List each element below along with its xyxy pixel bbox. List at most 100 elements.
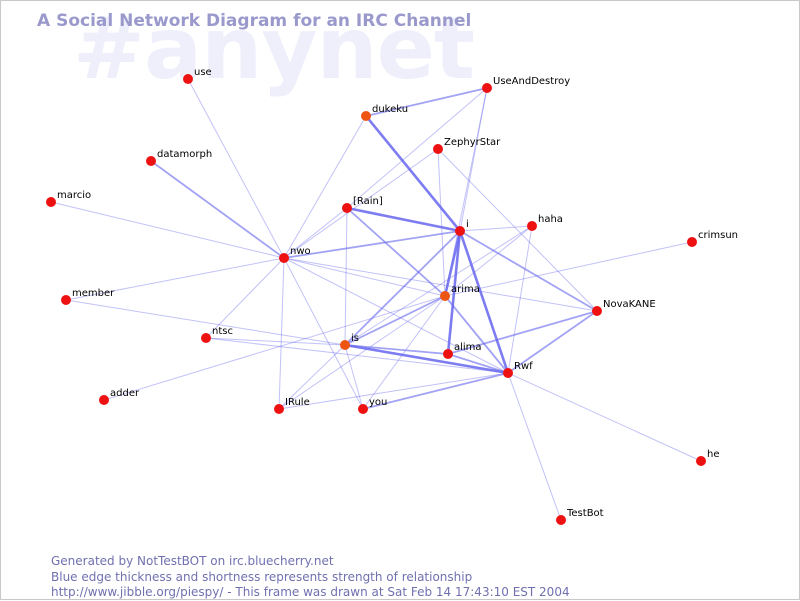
edge-nwo-IRule — [278, 257, 285, 410]
node-label: IRule — [285, 397, 310, 408]
node-ntsc[interactable]: ntsc — [201, 326, 233, 343]
node-marcio[interactable]: marcio — [46, 190, 91, 207]
edge-Rain-arima — [346, 207, 446, 297]
node-dot[interactable] — [482, 83, 492, 93]
node-dot[interactable] — [433, 144, 443, 154]
node-dot[interactable] — [696, 456, 706, 466]
node-dot[interactable] — [361, 111, 371, 121]
node-ZephyrStar[interactable]: ZephyrStar — [433, 137, 501, 154]
node-dot[interactable] — [503, 368, 513, 378]
edge-alima-NovaKANE — [447, 310, 598, 355]
node-label: arima — [451, 284, 480, 295]
node-alima[interactable]: alima — [443, 342, 482, 359]
footer-legend-note: Blue edge thickness and shortness repres… — [51, 570, 473, 584]
node-label: Rwf — [514, 361, 533, 372]
node-dot[interactable] — [201, 333, 211, 343]
node-label: NovaKANE — [603, 299, 656, 310]
edge-UseAndDestroy-Rain — [346, 87, 488, 209]
node-crimsun[interactable]: crimsun — [687, 230, 738, 247]
node-he[interactable]: he — [696, 449, 720, 466]
node-i[interactable]: i — [455, 219, 469, 236]
edge-nwo-dukeku — [283, 115, 367, 259]
edge-is-alima — [344, 344, 449, 355]
edge-arima-you — [362, 295, 446, 410]
node-haha[interactable]: haha — [527, 214, 563, 231]
edge-adder-arima — [103, 295, 446, 401]
channel-watermark: #anynet — [73, 0, 475, 99]
node-you[interactable]: you — [358, 397, 387, 414]
diagram-title: A Social Network Diagram for an IRC Chan… — [37, 11, 472, 31]
edge-member-nwo — [65, 257, 285, 301]
node-dukeku[interactable]: dukeku — [361, 104, 408, 121]
node-adder[interactable]: adder — [99, 388, 140, 405]
node-dot[interactable] — [99, 395, 109, 405]
edge-nwo-i — [283, 230, 461, 259]
node-label: member — [72, 288, 115, 299]
edge-i-alima — [446, 230, 462, 355]
edge-haha-is — [344, 225, 533, 346]
node-label: alima — [454, 342, 482, 353]
node-NovaKANE[interactable]: NovaKANE — [592, 299, 656, 316]
node-dot[interactable] — [46, 197, 56, 207]
edge-IRule-Rwf — [278, 372, 509, 410]
edge-is-you — [344, 344, 364, 410]
node-Rwf[interactable]: Rwf — [503, 361, 533, 378]
node-label: ZephyrStar — [444, 137, 501, 148]
node-dot[interactable] — [527, 221, 537, 231]
footer-generated-by: Generated by NotTestBOT on irc.bluecherr… — [51, 554, 334, 568]
edge-Rwf-you — [362, 372, 509, 410]
edge-ZephyrStar-arima — [437, 148, 446, 297]
node-dot[interactable] — [342, 203, 352, 213]
node-TestBot[interactable]: TestBot — [556, 508, 604, 525]
node-dot[interactable] — [279, 253, 289, 263]
node-label: ntsc — [212, 326, 233, 337]
node-label: nwo — [290, 246, 311, 257]
node-dot[interactable] — [274, 404, 284, 414]
edge-arima-is — [344, 295, 446, 346]
node-UseAndDestroy[interactable]: UseAndDestroy — [482, 76, 570, 93]
edge-ntsc-is — [205, 337, 346, 346]
node-dot[interactable] — [455, 226, 465, 236]
node-dot[interactable] — [440, 291, 450, 301]
edge-UseAndDestroy-i — [459, 87, 488, 232]
node-dot[interactable] — [592, 306, 602, 316]
node-label: dukeku — [372, 104, 408, 115]
node-label: haha — [538, 214, 563, 225]
node-label: crimsun — [698, 230, 738, 241]
node-dot[interactable] — [358, 404, 368, 414]
node-use[interactable]: use — [183, 67, 212, 84]
node-label: i — [466, 219, 469, 230]
node-dot[interactable] — [61, 295, 71, 305]
edge-i-NovaKANE — [459, 230, 598, 312]
node-nwo[interactable]: nwo — [279, 246, 311, 263]
node-label: marcio — [57, 190, 91, 201]
node-dot[interactable] — [687, 237, 697, 247]
edge-alima-Rwf — [447, 353, 509, 374]
node-label: is — [351, 333, 359, 344]
node-is[interactable]: is — [340, 333, 359, 350]
node-dot[interactable] — [443, 349, 453, 359]
edge-arima-IRule — [278, 295, 446, 410]
edge-is-Rwf — [344, 343, 509, 375]
node-dot[interactable] — [183, 74, 193, 84]
node-datamorph[interactable]: datamorph — [146, 149, 212, 166]
node-dot[interactable] — [146, 156, 156, 166]
edge-nwo-ZephyrStar — [283, 148, 439, 259]
edges-layer — [50, 78, 702, 521]
node-dot[interactable] — [340, 340, 350, 350]
node-Rain[interactable]: [Rain] — [342, 196, 383, 213]
footer-source-link[interactable]: http://www.jibble.org/piespy/ - This fra… — [51, 585, 570, 599]
node-member[interactable]: member — [61, 288, 115, 305]
node-IRule[interactable]: IRule — [274, 397, 310, 414]
node-label: TestBot — [566, 508, 604, 519]
edge-i-arima — [443, 230, 462, 297]
node-label: adder — [110, 388, 140, 399]
edge-i-is — [344, 230, 461, 346]
edge-nwo-ntsc — [205, 257, 285, 339]
node-dot[interactable] — [556, 515, 566, 525]
node-label: he — [707, 449, 720, 460]
edge-nwo-you — [283, 257, 364, 410]
node-label: datamorph — [157, 149, 212, 160]
node-arima[interactable]: arima — [440, 284, 480, 301]
